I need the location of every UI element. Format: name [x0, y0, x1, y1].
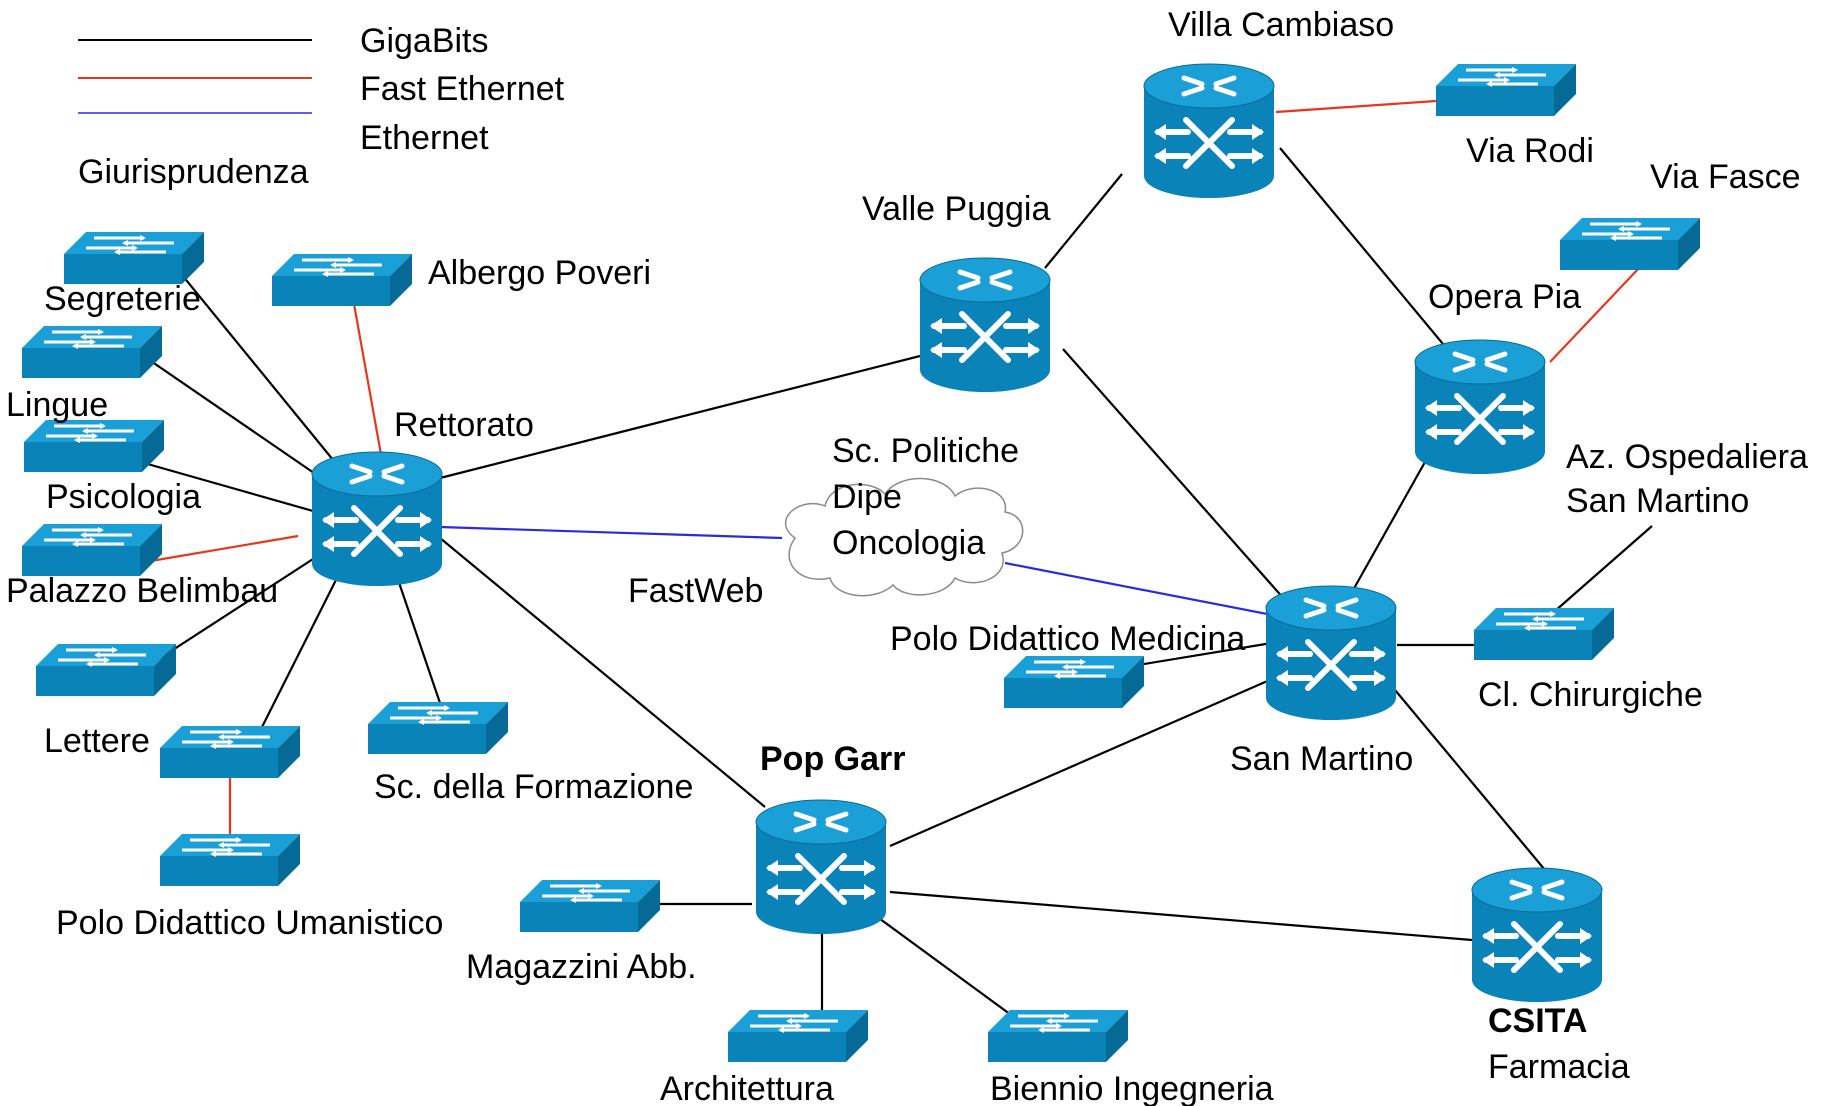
label-az-ospedaliera: Az. Ospedaliera: [1566, 438, 1808, 476]
switch-icon-biennio: [986, 1008, 1130, 1064]
label-opera-pia: Opera Pia: [1428, 278, 1581, 316]
switch-icon-lettere: [34, 642, 178, 698]
label-lettere: Lettere: [44, 722, 150, 760]
switch-icon-via-fasce: [1558, 216, 1702, 272]
label-farmacia: Farmacia: [1488, 1048, 1630, 1086]
label-polo-umanistico: Polo Didattico Umanistico: [56, 904, 443, 942]
label-lingue: Lingue: [6, 386, 108, 424]
labels: Giurisprudenza Villa Cambiaso Via Rodi V…: [6, 6, 1808, 1106]
label-segreterie: Segreterie: [44, 280, 201, 318]
label-giurisprudenza: Giurisprudenza: [78, 153, 309, 191]
legend: GigaBits Fast Ethernet Ethernet: [78, 22, 565, 157]
label-sc-formazione: Sc. della Formazione: [374, 768, 693, 806]
router-icon-rettorato: [312, 452, 442, 586]
label-via-fasce: Via Fasce: [1650, 158, 1801, 196]
label-polo-medicina: Polo Didattico Medicina: [890, 620, 1245, 658]
switch-icon-via-rodi: [1434, 62, 1578, 118]
switch-icon-lingue: [20, 324, 164, 380]
label-albergo-poveri: Albergo Poveri: [428, 254, 651, 292]
legend-gigabit-label: GigaBits: [360, 22, 489, 60]
label-via-rodi: Via Rodi: [1466, 132, 1594, 170]
label-palazzo-belimbau: Palazzo Belimbau: [6, 572, 278, 610]
label-az-ospedaliera-san-martino: San Martino: [1566, 482, 1749, 520]
router-icon-san-martino: [1266, 586, 1396, 720]
switch-icon-magazzini: [518, 878, 662, 934]
label-psicologia: Psicologia: [46, 478, 201, 516]
label-fastweb: FastWeb: [628, 572, 763, 610]
switch-icon-segreterie: [62, 230, 206, 286]
switch-icon-palazzo-belimbau: [20, 522, 164, 578]
label-rettorato: Rettorato: [394, 406, 534, 444]
switch-icon-architettura: [726, 1008, 870, 1064]
router-icon-villa-cambiaso: [1144, 64, 1274, 198]
links: [129, 99, 1653, 1021]
legend-ethernet-label: Ethernet: [360, 119, 489, 157]
label-sc-politiche: Sc. Politiche: [832, 432, 1019, 470]
switch-icon-cl-chirurgiche: [1472, 606, 1616, 662]
label-dipe: Dipe: [832, 478, 902, 516]
label-biennio: Biennio Ingegneria: [990, 1070, 1274, 1106]
label-villa-cambiaso: Villa Cambiaso: [1168, 6, 1394, 44]
label-cl-chirurgiche: Cl. Chirurgiche: [1478, 676, 1703, 714]
switch-icon-albergo-poveri: [270, 252, 414, 308]
router-icon-csita: [1472, 868, 1602, 1002]
label-san-martino: San Martino: [1230, 740, 1413, 778]
router-icon-pop-garr: [756, 800, 886, 934]
switch-icon-polo-umanistico: [158, 832, 302, 888]
label-csita: CSITA: [1488, 1002, 1587, 1040]
legend-fast-ethernet-label: Fast Ethernet: [360, 70, 565, 108]
label-pop-garr: Pop Garr: [760, 740, 905, 778]
switch-icon-lettere-sub: [158, 724, 302, 780]
label-valle-puggia: Valle Puggia: [862, 190, 1050, 228]
switch-icon-sc-formazione: [366, 700, 510, 756]
cloud-icon: [784, 477, 1024, 597]
switch-icon-polo-medicina: [1002, 654, 1146, 710]
label-architettura: Architettura: [660, 1070, 834, 1106]
label-oncologia: Oncologia: [832, 524, 985, 562]
label-magazzini: Magazzini Abb.: [466, 948, 697, 986]
router-icon-valle-puggia: [920, 258, 1050, 392]
router-icon-opera-pia: [1415, 340, 1545, 474]
switch-icon-psicologia: [22, 418, 166, 474]
